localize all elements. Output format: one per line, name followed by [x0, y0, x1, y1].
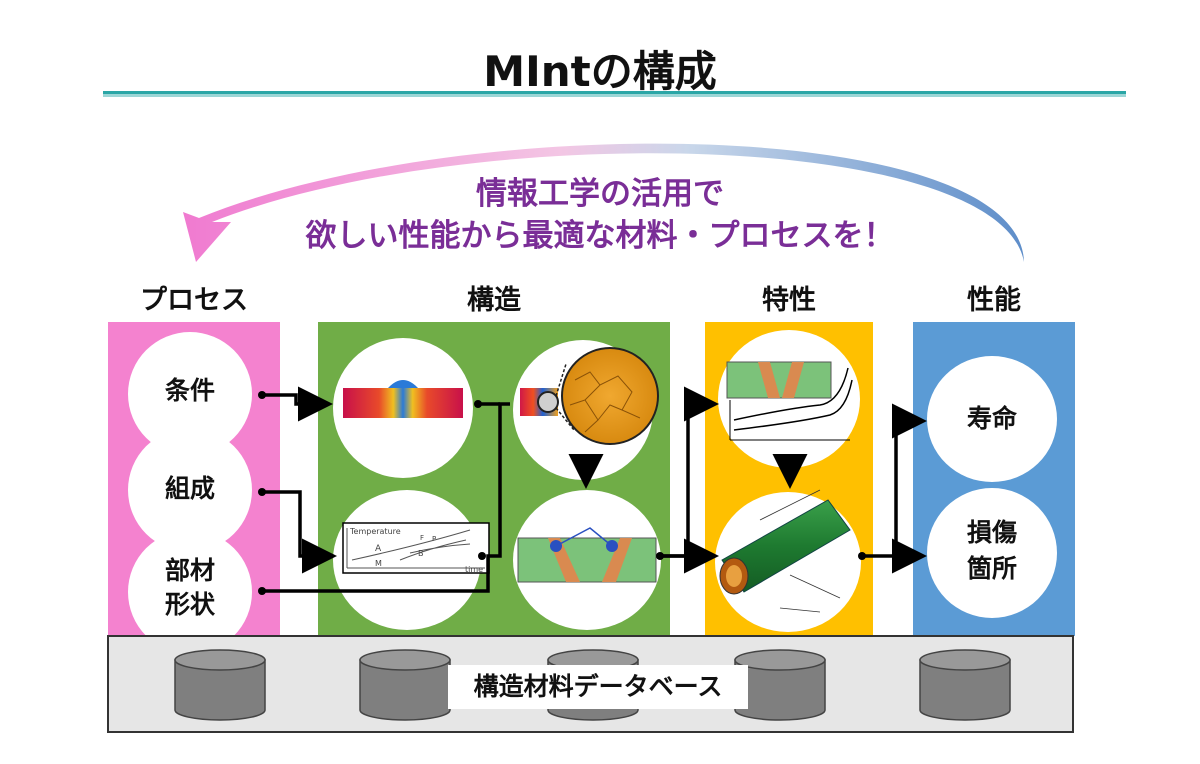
microstructure-image	[520, 347, 659, 445]
region-m-label: M	[375, 559, 382, 568]
property-curve-circle	[718, 330, 860, 468]
process-item-shape: 形状	[164, 590, 215, 619]
region-b-label: B	[418, 549, 424, 558]
performance-damage-circle	[927, 488, 1057, 618]
performance-item-location: 箇所	[966, 554, 1017, 583]
region-f-label: F	[420, 534, 424, 542]
process-item-composition: 組成	[164, 474, 215, 503]
headline-line-2: 欲しい性能から最適な材料・プロセスを！	[305, 218, 895, 254]
database-label: 構造材料データベース	[448, 665, 748, 709]
process-item-condition: 条件	[164, 376, 215, 405]
page-title: MIntの構成	[483, 47, 717, 96]
title-underline	[103, 91, 1126, 94]
temperature-time-diagram: Temperature time A B M F P	[342, 522, 490, 574]
column-title-process: プロセス	[140, 285, 248, 316]
performance-item-life: 寿命	[966, 404, 1017, 433]
performance-life-circle	[927, 356, 1057, 482]
region-a-label: A	[375, 544, 382, 554]
region-p-label: P	[432, 535, 436, 543]
weld-simulation-image	[343, 380, 463, 418]
column-title-performance: 性能	[967, 285, 1021, 316]
column-title-structure: 構造	[467, 285, 521, 316]
axis-label-time: time	[465, 565, 483, 574]
flow-connectors	[262, 386, 927, 593]
property-curve-image	[726, 361, 853, 441]
structure-model-image	[517, 527, 657, 583]
headline-line-1: 情報工学の活用で	[476, 176, 724, 212]
axis-label-temperature: Temperature	[349, 527, 401, 536]
connector-dots	[258, 391, 866, 595]
process-shape-circle	[128, 530, 252, 654]
column-title-property: 特性	[762, 285, 816, 316]
process-item-member: 部材	[164, 556, 215, 585]
pipe-model-image	[719, 489, 851, 613]
performance-item-damage: 損傷	[966, 518, 1017, 547]
title-underline-light	[103, 94, 1126, 97]
